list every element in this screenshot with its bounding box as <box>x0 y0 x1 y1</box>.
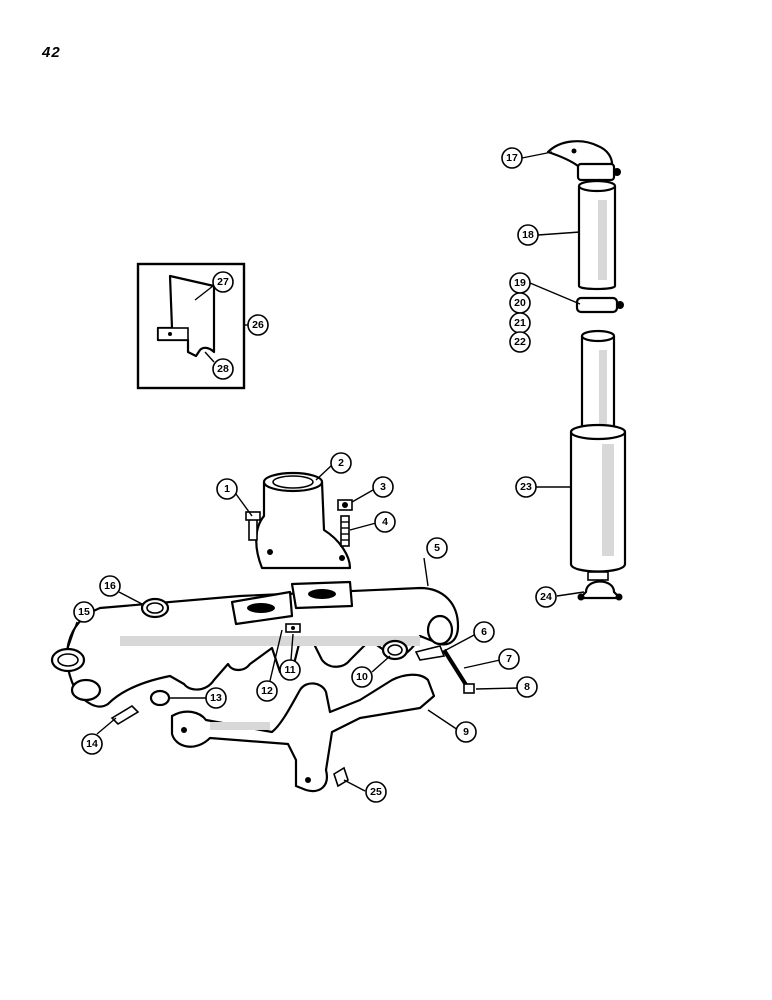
svg-text:2: 2 <box>338 457 344 469</box>
svg-text:25: 25 <box>370 786 382 798</box>
callout-1: 1 <box>216 478 238 500</box>
svg-text:22: 22 <box>514 336 526 348</box>
callout-28: 28 <box>212 358 234 380</box>
callout-13: 13 <box>205 687 227 709</box>
svg-text:1: 1 <box>224 483 230 495</box>
muffler-clamp <box>578 580 622 600</box>
page-number: 42 <box>42 44 61 61</box>
svg-text:5: 5 <box>434 542 440 554</box>
callout-11: 11 <box>279 659 301 681</box>
pipe-clamp <box>575 296 619 314</box>
upper-exhaust-pipe <box>577 186 617 291</box>
exhaust-manifold <box>65 586 460 708</box>
svg-text:23: 23 <box>520 481 532 493</box>
callout-9: 9 <box>455 721 477 743</box>
svg-text:15: 15 <box>78 606 90 618</box>
lower-exhaust-pipe <box>580 336 616 432</box>
callout-22: 22 <box>509 331 531 353</box>
svg-text:20: 20 <box>514 297 526 309</box>
plug-25 <box>333 766 349 788</box>
svg-text:27: 27 <box>217 276 229 288</box>
bolt <box>248 517 258 541</box>
exhaust-manifold-group <box>65 580 460 708</box>
plug-13 <box>149 689 171 707</box>
callout-17: 17 <box>501 147 523 169</box>
stud <box>340 515 350 547</box>
y-pipe <box>170 673 436 793</box>
callout-8: 8 <box>516 676 538 698</box>
callout-21: 21 <box>509 312 531 334</box>
svg-text:24: 24 <box>540 591 552 603</box>
callout-16: 16 <box>99 575 121 597</box>
callout-20: 20 <box>509 292 531 314</box>
svg-text:14: 14 <box>86 738 98 750</box>
callout-4: 4 <box>374 511 396 533</box>
rain-cap-collar <box>576 162 616 182</box>
svg-text:8: 8 <box>524 681 530 693</box>
small-hardware <box>110 623 475 788</box>
rain-cap <box>546 140 614 168</box>
callout-24: 24 <box>535 586 557 608</box>
clip-14 <box>110 704 140 726</box>
svg-text:18: 18 <box>522 229 534 241</box>
svg-text:7: 7 <box>506 653 512 665</box>
y-pipe-group <box>170 673 436 793</box>
exhaust-stack-assembly <box>546 140 627 601</box>
heat-shield <box>156 274 216 358</box>
callout-7: 7 <box>498 648 520 670</box>
svg-text:9: 9 <box>463 726 469 738</box>
svg-text:26: 26 <box>252 319 264 331</box>
nut-8 <box>463 683 475 694</box>
svg-text:19: 19 <box>514 277 526 289</box>
callouts: 1 2 3 4 5 6 7 8 9 10 11 12 13 14 15 16 1… <box>73 147 557 803</box>
callout-26: 26 <box>247 314 269 336</box>
svg-text:6: 6 <box>481 626 487 638</box>
muffler <box>569 424 627 573</box>
exhaust-elbow-group <box>245 471 353 570</box>
svg-text:3: 3 <box>380 481 386 493</box>
callout-14: 14 <box>81 733 103 755</box>
svg-text:13: 13 <box>210 692 222 704</box>
callout-2: 2 <box>330 452 352 474</box>
svg-text:4: 4 <box>382 516 388 528</box>
callout-15: 15 <box>73 601 95 623</box>
svg-text:17: 17 <box>506 152 518 164</box>
svg-text:21: 21 <box>514 317 526 329</box>
callout-25: 25 <box>365 781 387 803</box>
callout-12: 12 <box>256 680 278 702</box>
callout-5: 5 <box>426 537 448 559</box>
callout-27: 27 <box>212 271 234 293</box>
rod-7 <box>442 648 470 690</box>
callout-19: 19 <box>509 272 531 294</box>
leader-lines <box>67 151 585 792</box>
callout-23: 23 <box>515 476 537 498</box>
svg-text:12: 12 <box>261 685 273 697</box>
svg-text:11: 11 <box>284 664 295 676</box>
svg-text:10: 10 <box>356 671 368 683</box>
svg-text:28: 28 <box>217 363 229 375</box>
callout-18: 18 <box>517 224 539 246</box>
callout-6: 6 <box>473 621 495 643</box>
callout-10: 10 <box>351 666 373 688</box>
callout-3: 3 <box>372 476 394 498</box>
svg-text:16: 16 <box>104 580 116 592</box>
gaskets <box>50 597 409 707</box>
plate-6 <box>414 645 446 661</box>
